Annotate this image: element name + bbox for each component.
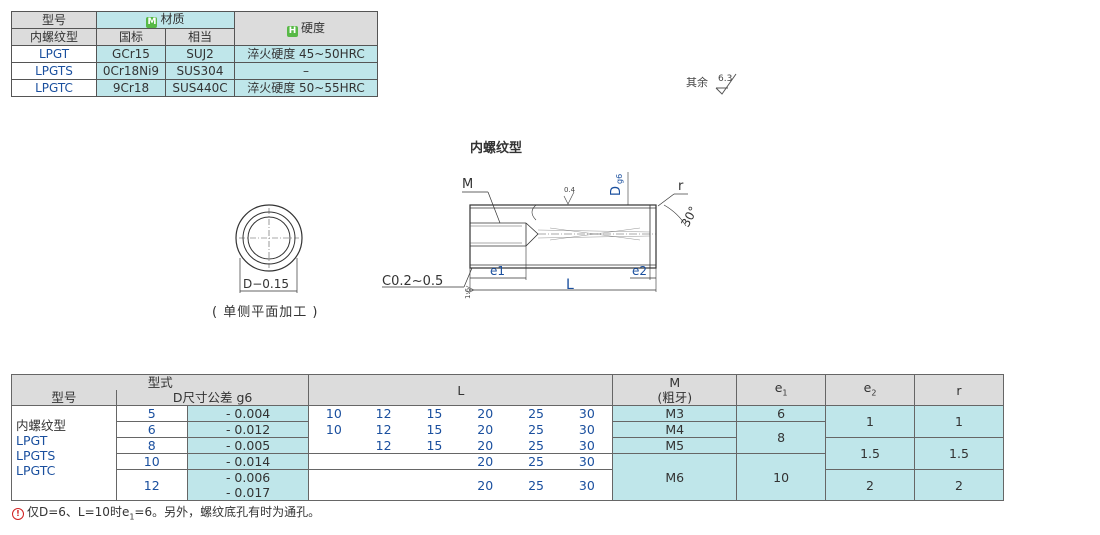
warning-icon: ! [12, 508, 24, 520]
table-row: LPGTC 9Cr18 SUS440C 淬火硬度 50~55HRC [11, 79, 378, 97]
header-e2: e2 [825, 374, 915, 406]
end-view-caption: ( 单侧平面加工 ) [212, 305, 319, 320]
svg-text:0.4: 0.4 [564, 186, 576, 194]
side-view-drawing: M 0.4 D g6 r 30° C0.2~0.5 e1 e2 L 1.6 [382, 172, 701, 299]
svg-text:C0.2~0.5: C0.2~0.5 [382, 274, 443, 289]
svg-text:6.3: 6.3 [718, 74, 732, 84]
svg-text:e2: e2 [632, 264, 647, 278]
mat-subheader-eq: 相当 [165, 28, 235, 46]
svg-text:e1: e1 [490, 264, 505, 278]
model-label-cell: 内螺纹型 LPGT LPGTS LPGTC [11, 405, 117, 501]
header-e1: e1 [736, 374, 827, 406]
footnote: !仅D=6、L=10时e1=6。另外，螺纹底孔有时为通孔。 [12, 503, 320, 521]
table-row: 内螺纹型 LPGT LPGTS LPGTC 5 - 0.004 10 12 15… [11, 405, 1005, 501]
end-view-drawing: D−0.15 [235, 204, 303, 293]
table-row: - 0.017 [12, 485, 1004, 501]
table-row: LPGT GCr15 SUJ2 淬火硬度 45~50HRC [11, 45, 378, 63]
table-row: 10 - 0.014 20 25 30 M6 10 [12, 453, 1004, 501]
header-m: M [612, 374, 738, 390]
table-row: LPGTS 0Cr18Ni9 SUS304 – [11, 62, 378, 80]
table-row: 6 - 0.012 10 12 15 20 25 30 M4 8 [12, 421, 1004, 454]
mat-subheader-std: 国标 [96, 28, 166, 46]
header-d-tolerance: D尺寸公差 g6 [115, 390, 310, 406]
header-l: L [308, 374, 614, 406]
table-row: 8 - 0.005 12 15 20 25 30 M5 1.5 1.5 [12, 437, 1005, 470]
svg-text:M: M [462, 177, 473, 192]
roughness-symbol-icon: 6.3 [715, 73, 736, 95]
header-model: 型号 [11, 390, 117, 406]
svg-text:D−0.15: D−0.15 [243, 277, 289, 291]
table-row: 12 - 0.006 20 25 30 2 2 [12, 469, 1005, 501]
material-badge-icon: M [146, 17, 158, 28]
svg-text:D: D [609, 186, 624, 196]
svg-text:r: r [678, 179, 684, 194]
header-m-coarse: (粗牙) [612, 390, 738, 406]
hardness-badge-icon: H [286, 25, 298, 37]
drawing-title: 内螺纹型 [470, 141, 523, 156]
spec-table: 型式 L M e1 e2 r 型号 D尺寸公差 g6 (粗牙) 内螺纹型 LPG… [10, 374, 1005, 501]
mat-subheader-type: 内螺纹型 [11, 28, 97, 46]
svg-text:1.6: 1.6 [464, 287, 472, 299]
roughness-note: 其余 6.3 [686, 70, 746, 96]
header-type: 型式 [10, 374, 310, 390]
mat-header-model: 型号 [11, 11, 97, 29]
svg-text:g6: g6 [615, 174, 624, 184]
svg-text:30°: 30° [678, 204, 700, 229]
header-r: r [913, 374, 1005, 406]
svg-text:L: L [566, 277, 574, 293]
